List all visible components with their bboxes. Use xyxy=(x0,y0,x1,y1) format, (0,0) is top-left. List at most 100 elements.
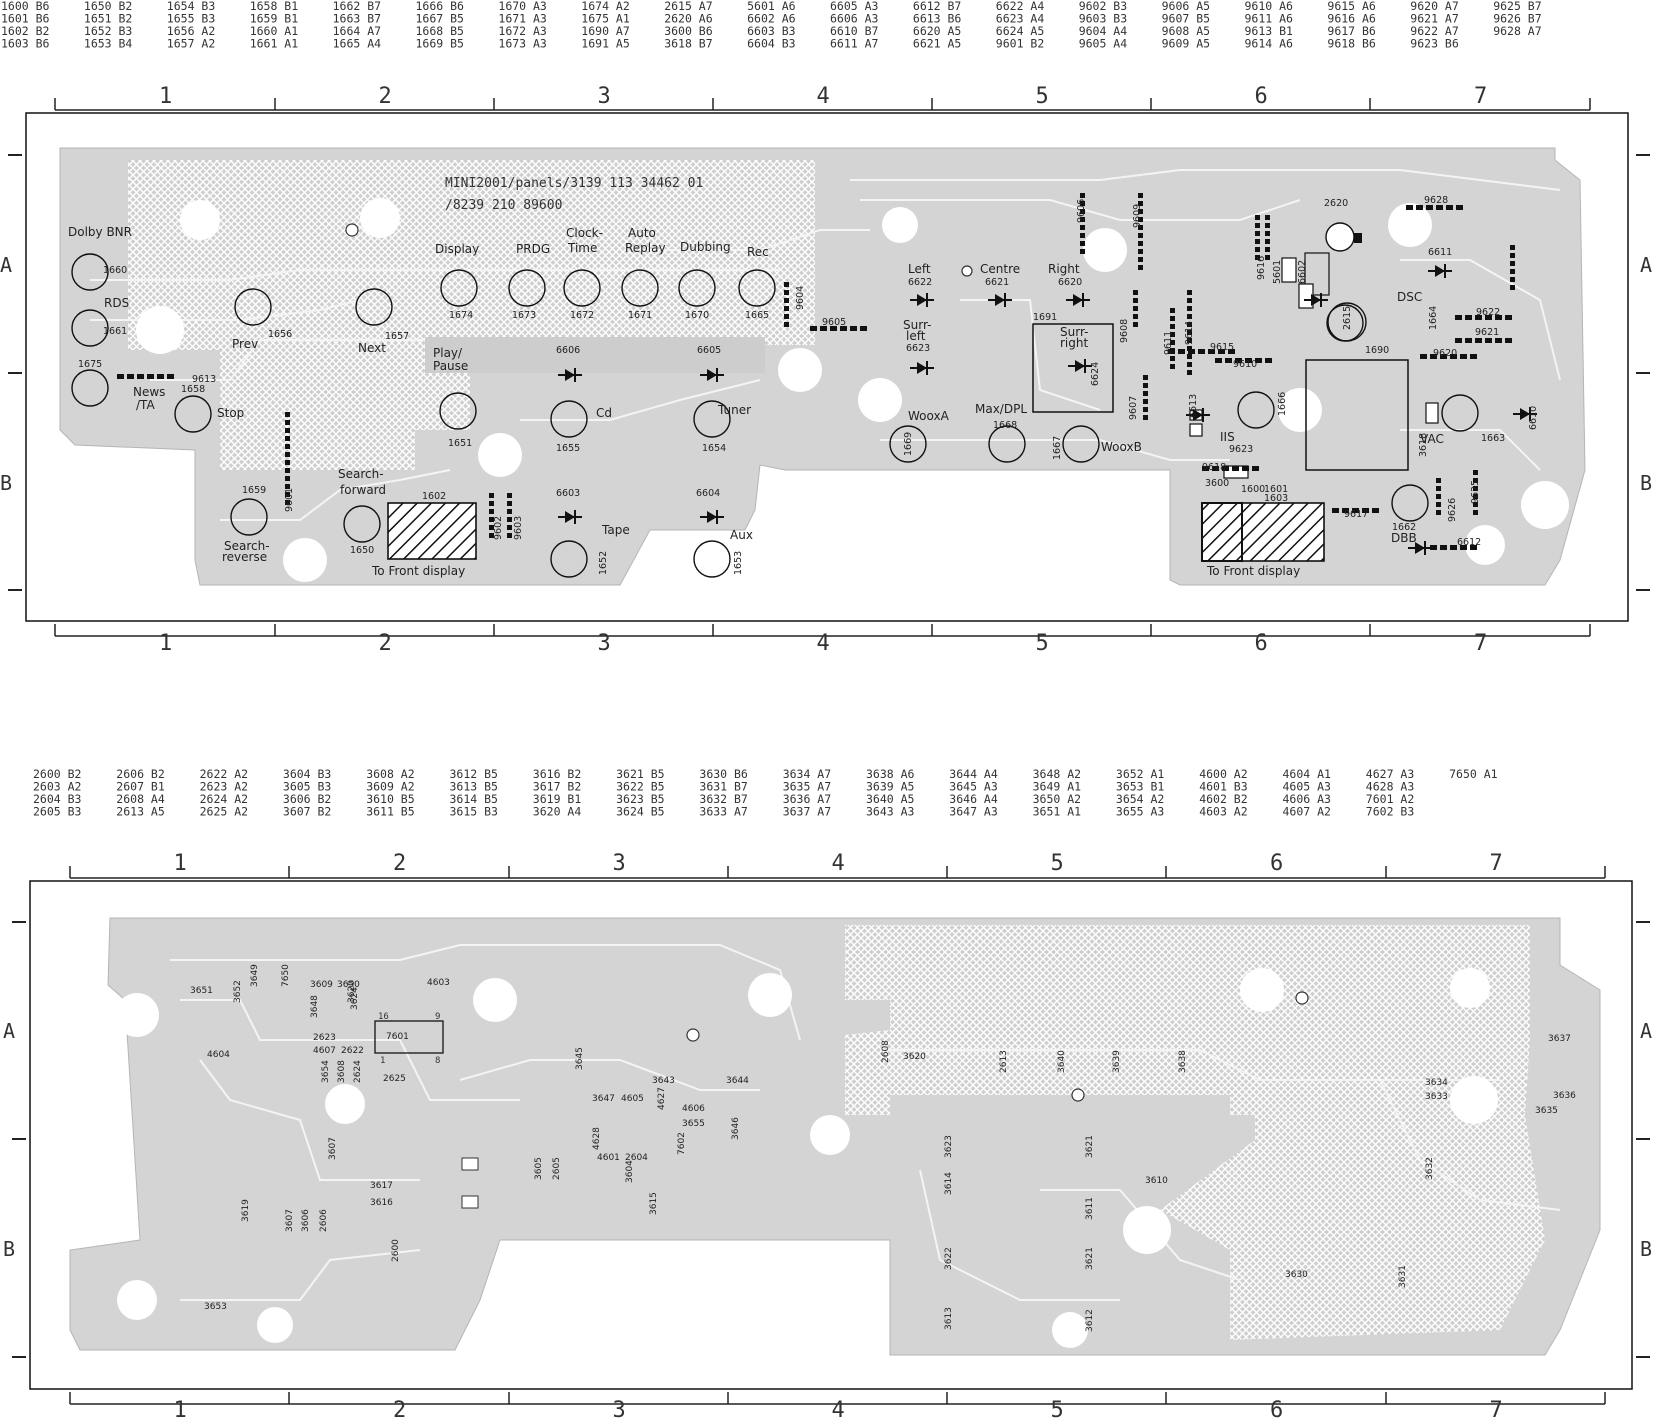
index-entry: 4604 A1 xyxy=(1283,767,1332,781)
svg-text:16: 16 xyxy=(378,1012,389,1022)
smd-pad xyxy=(1440,545,1447,550)
smd-pad xyxy=(1510,261,1515,266)
row-label-a: A xyxy=(0,253,12,277)
grid-column-label: 6 xyxy=(1270,851,1283,876)
grid-column-label: 6 xyxy=(1270,1398,1283,1418)
smd-pad xyxy=(1475,338,1482,343)
reference-designator: 4603 xyxy=(427,978,450,988)
smd-pad xyxy=(1436,494,1441,499)
smd-pad xyxy=(1138,225,1143,230)
smd-pad xyxy=(1436,205,1443,210)
smd-pad xyxy=(1436,478,1441,483)
index-entry: 3632 B7 xyxy=(699,792,748,806)
smd-pad xyxy=(285,420,290,425)
reference-designator: 1650 xyxy=(350,545,374,556)
smd-pad xyxy=(1208,349,1215,354)
reference-designator: 3623 xyxy=(944,1135,954,1158)
silkscreen-label: Next xyxy=(358,341,386,355)
smd-pad xyxy=(1170,324,1175,329)
index-entry: 7650 A1 xyxy=(1449,767,1498,781)
smd-pad xyxy=(1187,298,1192,303)
smd-pad xyxy=(285,484,290,489)
smd-pad xyxy=(1178,349,1185,354)
reference-designator: 9620 xyxy=(1433,348,1457,359)
grid-column-label: 2 xyxy=(393,851,406,876)
smd-pad xyxy=(1510,285,1515,290)
reference-designator: 2622 xyxy=(341,1046,364,1056)
index-entry: 1671 A3 xyxy=(498,12,547,26)
smd-pad xyxy=(1143,391,1148,396)
reference-designator: 3618 xyxy=(1418,433,1429,457)
reference-designator: 6613 xyxy=(1188,394,1199,418)
index-entry: 3654 A2 xyxy=(1116,792,1164,806)
silkscreen-label: Display xyxy=(435,242,479,256)
reference-designator: 2608 xyxy=(881,1040,891,1063)
smd-pad xyxy=(1080,241,1085,246)
index-entry: 9616 A6 xyxy=(1327,12,1376,26)
index-entry: 3630 B6 xyxy=(699,767,748,781)
grid-column-label: 1 xyxy=(159,84,172,109)
index-entry: 1667 B5 xyxy=(416,12,464,26)
index-entry: 6604 B3 xyxy=(747,37,796,51)
index-entry: 9605 A4 xyxy=(1079,37,1128,51)
smd-pad xyxy=(830,326,837,331)
smd-pad xyxy=(1352,508,1359,513)
index-entry: 3634 A7 xyxy=(783,767,832,781)
reference-designator: 3653 xyxy=(204,1302,227,1312)
reference-designator: 3610 xyxy=(1145,1176,1168,1186)
smd-pad xyxy=(1436,486,1441,491)
grid-column-label: 5 xyxy=(1036,84,1049,109)
smd-pad xyxy=(1187,362,1192,367)
smd-pad xyxy=(117,374,124,379)
smd-pad xyxy=(1265,223,1270,228)
smd-pad xyxy=(1138,257,1143,262)
smd-pad xyxy=(1440,354,1447,359)
smd-pad xyxy=(1265,215,1270,220)
reference-designator: 6611 xyxy=(1428,247,1452,258)
row-label-b: B xyxy=(1640,471,1652,495)
smd-pad xyxy=(1170,308,1175,313)
connector-1601 xyxy=(1201,502,1325,562)
smd-pad xyxy=(1406,205,1413,210)
reference-designator: 1670 xyxy=(685,310,709,321)
silkscreen-label: left xyxy=(906,329,926,343)
index-entry: 3647 A3 xyxy=(949,805,998,819)
reference-designator: 3611 xyxy=(1085,1197,1095,1220)
smd-pad xyxy=(1170,332,1175,337)
index-entry: 3636 A7 xyxy=(783,792,832,806)
reference-designator: 2625 xyxy=(383,1074,406,1084)
index-entry: 3652 A1 xyxy=(1116,767,1165,781)
reference-designator: 3654 xyxy=(321,1060,331,1083)
reference-designator: 6612 xyxy=(1457,537,1481,548)
index-entry: 1670 A3 xyxy=(498,0,547,13)
smd-pad xyxy=(810,326,817,331)
smd-pad xyxy=(1198,349,1205,354)
index-entry: 6624 A5 xyxy=(996,24,1044,38)
smd-pad xyxy=(1138,249,1143,254)
row-label-a: A xyxy=(3,1019,15,1043)
reference-designator: 2600 xyxy=(391,1239,401,1262)
index-entry: 3653 B1 xyxy=(1116,780,1165,794)
reference-designator: 3643 xyxy=(652,1076,675,1086)
smd-pad xyxy=(285,476,290,481)
smd-pad xyxy=(285,452,290,457)
smd-pad xyxy=(1495,338,1502,343)
smd-pad xyxy=(1168,349,1175,354)
index-entry: 7602 B3 xyxy=(1366,805,1415,819)
index-entry: 9615 A6 xyxy=(1327,0,1376,13)
index-entry: 9623 B6 xyxy=(1410,37,1459,51)
led-diode-icon xyxy=(558,510,582,524)
svg-text:8: 8 xyxy=(435,1056,440,1066)
smd-pad xyxy=(1265,358,1272,363)
index-entry: 3649 A1 xyxy=(1033,780,1082,794)
index-entry: 1650 B2 xyxy=(84,0,132,13)
silkscreen-label: Search- xyxy=(224,539,270,553)
silkscreen-label: Surr- xyxy=(903,318,931,332)
led-diode-icon xyxy=(1304,293,1328,307)
smd-pad xyxy=(1187,290,1192,295)
reference-designator: 1667 xyxy=(1052,436,1063,460)
reference-designator: 1660 xyxy=(103,265,127,276)
smd-pad xyxy=(1265,255,1270,260)
